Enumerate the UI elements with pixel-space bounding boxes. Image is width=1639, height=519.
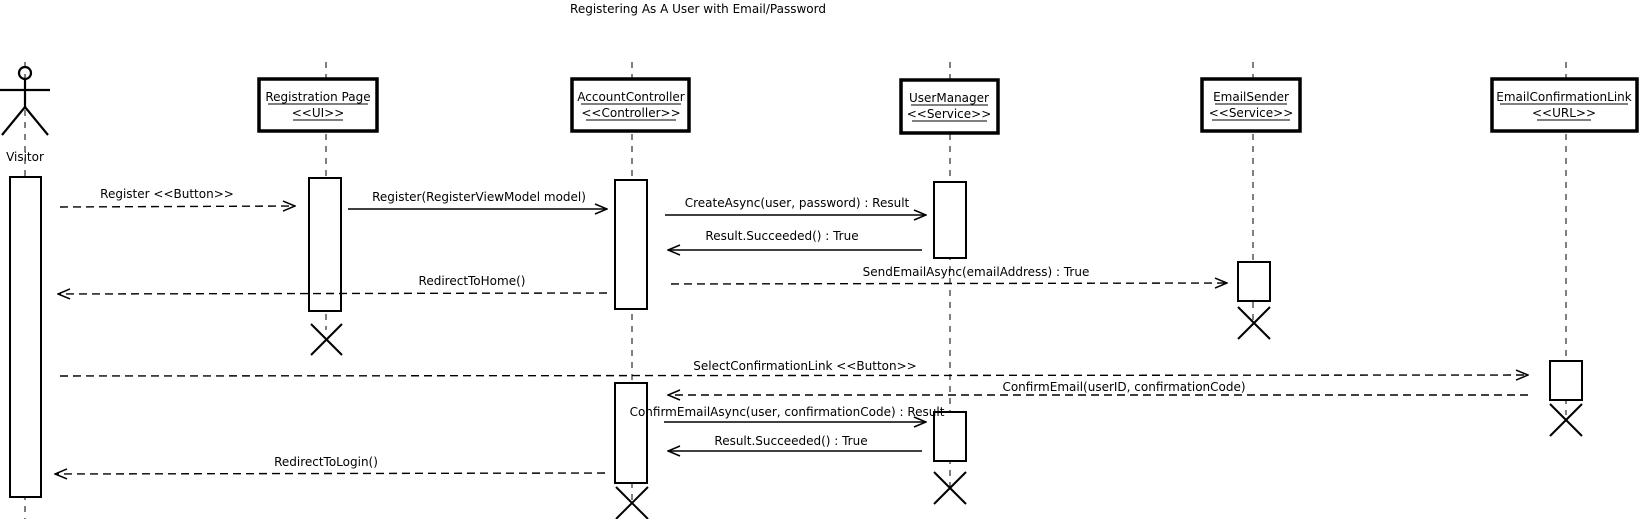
message-confirm-email: ConfirmEmail(userID, confirmationCode) (668, 380, 1528, 395)
message-label: Register <<Button>> (100, 187, 234, 201)
message-register-button: Register <<Button>> (59, 187, 295, 207)
participant-account-controller: AccountController <<Controller>> (570, 77, 691, 133)
participant-registration-page: Registration Page <<UI>> (257, 77, 379, 133)
message-label: RedirectToHome() (419, 274, 526, 288)
message-redirect-to-login: RedirectToLogin() (55, 455, 606, 474)
visitor-label: Visitor (6, 150, 44, 164)
message-label: Register(RegisterViewModel model) (372, 190, 586, 204)
participant-user-manager: UserManager <<Service>> (899, 78, 1000, 135)
activation-account-controller-2 (614, 382, 648, 484)
message-label: CreateAsync(user, password) : Result (685, 196, 910, 210)
message-create-async: CreateAsync(user, password) : Result (665, 196, 926, 215)
message-register-view-model: Register(RegisterViewModel model) (348, 190, 607, 209)
message-confirm-email-async: ConfirmEmailAsync(user, confirmationCode… (630, 405, 945, 422)
message-label: Result.Succeeded() : True (714, 434, 867, 448)
message-result-succeeded-1: Result.Succeeded() : True (668, 229, 922, 250)
message-label: ConfirmEmailAsync(user, confirmationCode… (630, 405, 945, 419)
participant-stereotype: <<Service>> (907, 107, 992, 121)
diagram-title: Registering As A User with Email/Passwor… (570, 2, 826, 16)
destroy-email-sender (1237, 306, 1271, 340)
activation-user-manager-1 (933, 181, 967, 259)
activation-visitor (9, 176, 42, 498)
activation-email-confirmation-link (1549, 360, 1583, 401)
activation-account-controller-1 (614, 179, 648, 310)
participant-email-confirmation-link: EmailConfirmationLink <<URL>> (1490, 77, 1639, 133)
participant-name: AccountController (577, 90, 685, 104)
destroy-registration-page (310, 323, 343, 356)
participant-name: EmailSender (1213, 90, 1289, 104)
activation-registration-page (308, 177, 342, 312)
participant-stereotype: <<UI>> (292, 106, 345, 120)
message-result-succeeded-2: Result.Succeeded() : True (668, 434, 922, 451)
activation-user-manager-2 (933, 411, 967, 462)
message-label: SendEmailAsync(emailAddress) : True (863, 265, 1090, 279)
destroy-user-manager (933, 471, 967, 505)
destroy-email-confirmation-link (1549, 403, 1583, 437)
activation-email-sender (1237, 261, 1271, 302)
message-label: ConfirmEmail(userID, confirmationCode) (1002, 380, 1245, 394)
destroy-account-controller (615, 486, 649, 519)
participant-stereotype: <<URL>> (1532, 106, 1596, 120)
message-redirect-to-home: RedirectToHome() (58, 274, 608, 294)
message-label: Result.Succeeded() : True (705, 229, 858, 243)
message-send-email-async: SendEmailAsync(emailAddress) : True (670, 265, 1227, 284)
message-label: RedirectToLogin() (274, 455, 378, 469)
participant-stereotype: <<Controller>> (581, 106, 680, 120)
participant-name: EmailConfirmationLink (1496, 90, 1632, 104)
participant-name: Registration Page (265, 90, 370, 104)
participant-stereotype: <<Service>> (1209, 106, 1294, 120)
participant-email-sender: EmailSender <<Service>> (1200, 77, 1302, 133)
participant-name: UserManager (909, 91, 989, 105)
visitor-actor-icon (0, 65, 50, 136)
message-select-confirmation-link: SelectConfirmationLink <<Button>> (59, 359, 1528, 376)
message-label: SelectConfirmationLink <<Button>> (693, 359, 916, 373)
